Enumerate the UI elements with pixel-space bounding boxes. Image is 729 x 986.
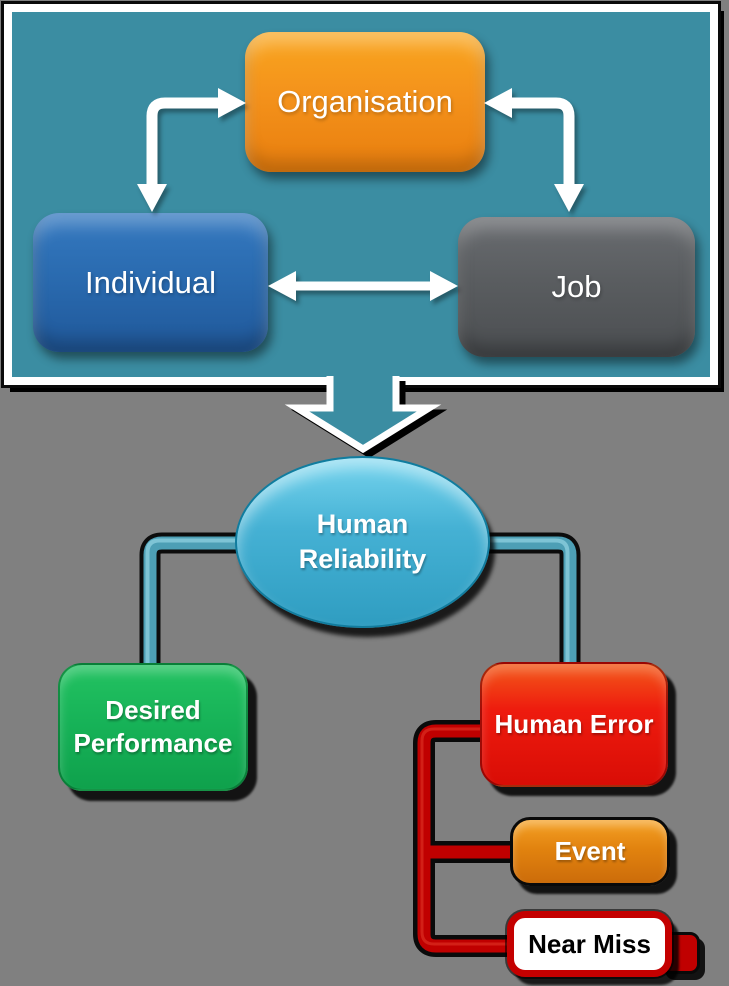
node-human-error: Human Error bbox=[480, 662, 668, 787]
node-human-reliability-label: Human Reliability bbox=[298, 508, 427, 574]
node-organisation: Organisation bbox=[245, 32, 485, 172]
node-individual-label: Individual bbox=[85, 264, 216, 300]
node-event-label: Event bbox=[554, 836, 626, 866]
node-near-miss: Near Miss bbox=[507, 911, 672, 977]
node-human-error-label: Human Error bbox=[494, 709, 654, 739]
node-desired-performance: Desired Performance bbox=[58, 663, 248, 791]
big-down-arrow-icon bbox=[284, 376, 442, 454]
node-human-reliability: Human Reliability bbox=[235, 456, 490, 628]
node-desired-performance-label: Desired Performance bbox=[73, 694, 233, 758]
node-organisation-label: Organisation bbox=[277, 84, 453, 119]
node-job: Job bbox=[458, 217, 695, 357]
node-individual: Individual bbox=[33, 213, 268, 352]
node-near-miss-label: Near Miss bbox=[528, 928, 651, 959]
node-job-label: Job bbox=[551, 269, 602, 304]
node-event: Event bbox=[510, 817, 670, 886]
